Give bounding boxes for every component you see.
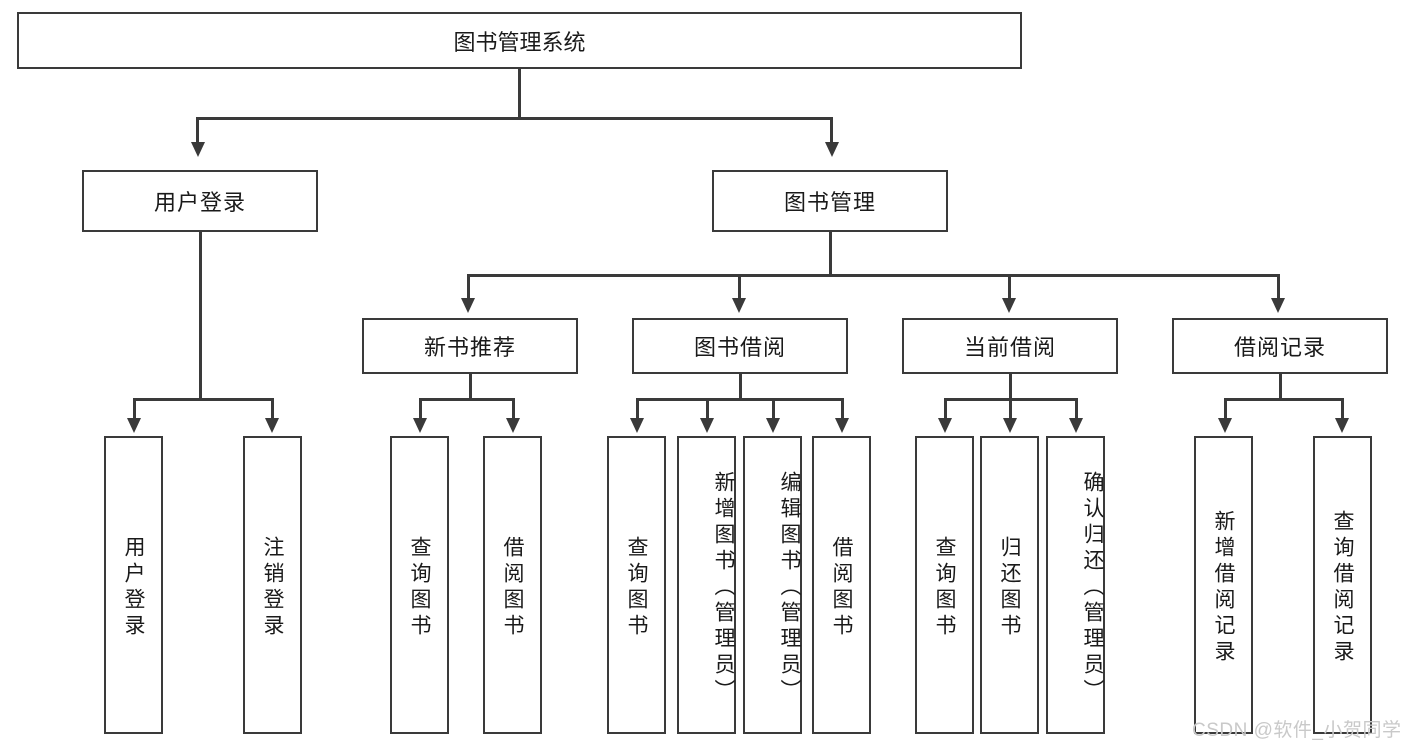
arrowhead-bb-leaf-2 — [766, 418, 780, 433]
edge-book-borrow-stem — [739, 374, 742, 398]
edge-br-leaf-1 — [1341, 398, 1344, 420]
edge-to-book-borrow — [738, 274, 741, 302]
edge-bb-leaf-2 — [772, 398, 775, 420]
edge-user-login-stem — [199, 232, 202, 398]
edge-borrow-record-stem — [1279, 374, 1282, 398]
edge-user-login-to-leaf-0 — [133, 398, 136, 420]
edge-borrow-record-bus — [1224, 398, 1343, 401]
edge-bb-leaf-1 — [706, 398, 709, 420]
leaf-confirm-return-admin[interactable]: 确认归还（管理员） — [1046, 436, 1105, 734]
edge-nb-leaf-1 — [512, 398, 515, 420]
arrowhead-cb-leaf-1 — [1003, 418, 1017, 433]
arrowhead-user-login — [191, 142, 205, 157]
edge-bb-leaf-3 — [841, 398, 844, 420]
leaf-query-book-cb[interactable]: 查询图书 — [915, 436, 974, 734]
arrowhead-bb-leaf-0 — [630, 418, 644, 433]
arrowhead-new-book — [461, 298, 475, 313]
edge-to-current-borrow — [1008, 274, 1011, 302]
node-new-book-recommend[interactable]: 新书推荐 — [362, 318, 578, 374]
edge-new-book-bus — [419, 398, 514, 401]
edge-root-to-book-manage — [830, 117, 833, 144]
node-book-borrow[interactable]: 图书借阅 — [632, 318, 848, 374]
leaf-query-book-nb[interactable]: 查询图书 — [390, 436, 449, 734]
arrowhead-ul-leaf-0 — [127, 418, 141, 433]
arrowhead-current-borrow — [1002, 298, 1016, 313]
node-root-system[interactable]: 图书管理系统 — [17, 12, 1022, 69]
leaf-borrow-book-nb[interactable]: 借阅图书 — [483, 436, 542, 734]
edge-root-bus — [196, 117, 833, 120]
leaf-add-borrow-record[interactable]: 新增借阅记录 — [1194, 436, 1253, 734]
edge-book-borrow-bus — [636, 398, 843, 401]
leaf-borrow-book-bb[interactable]: 借阅图书 — [812, 436, 871, 734]
leaf-logout[interactable]: 注销登录 — [243, 436, 302, 734]
leaf-return-book[interactable]: 归还图书 — [980, 436, 1039, 734]
arrowhead-br-leaf-1 — [1335, 418, 1349, 433]
arrowhead-cb-leaf-2 — [1069, 418, 1083, 433]
node-book-manage[interactable]: 图书管理 — [712, 170, 948, 232]
edge-to-borrow-record — [1277, 274, 1280, 302]
arrowhead-cb-leaf-0 — [938, 418, 952, 433]
edge-root-to-user-login — [196, 117, 199, 144]
edge-nb-leaf-0 — [419, 398, 422, 420]
edge-root-stem — [518, 69, 521, 117]
node-current-borrow[interactable]: 当前借阅 — [902, 318, 1118, 374]
node-user-login[interactable]: 用户登录 — [82, 170, 318, 232]
leaf-user-login[interactable]: 用户登录 — [104, 436, 163, 734]
leaf-add-book-admin[interactable]: 新增图书（管理员） — [677, 436, 736, 734]
leaf-query-book-bb[interactable]: 查询图书 — [607, 436, 666, 734]
leaf-query-borrow-record[interactable]: 查询借阅记录 — [1313, 436, 1372, 734]
arrowhead-bb-leaf-1 — [700, 418, 714, 433]
edge-to-new-book — [467, 274, 470, 302]
edge-bb-leaf-0 — [636, 398, 639, 420]
edge-new-book-stem — [469, 374, 472, 398]
edge-cb-leaf-2 — [1075, 398, 1078, 420]
arrowhead-book-manage — [825, 142, 839, 157]
arrowhead-br-leaf-0 — [1218, 418, 1232, 433]
edge-cb-leaf-0 — [944, 398, 947, 420]
arrowhead-book-borrow — [732, 298, 746, 313]
arrowhead-nb-leaf-1 — [506, 418, 520, 433]
leaf-edit-book-admin[interactable]: 编辑图书（管理员） — [743, 436, 802, 734]
arrowhead-nb-leaf-0 — [413, 418, 427, 433]
arrowhead-borrow-record — [1271, 298, 1285, 313]
edge-user-login-bus — [133, 398, 273, 401]
arrowhead-ul-leaf-1 — [265, 418, 279, 433]
edge-br-leaf-0 — [1224, 398, 1227, 420]
edge-user-login-to-leaf-1 — [271, 398, 274, 420]
node-borrow-record[interactable]: 借阅记录 — [1172, 318, 1388, 374]
edge-cb-leaf-1 — [1009, 398, 1012, 420]
edge-level3-bus — [467, 274, 1279, 277]
edge-current-borrow-stem — [1009, 374, 1012, 398]
edge-book-manage-stem — [829, 232, 832, 274]
arrowhead-bb-leaf-3 — [835, 418, 849, 433]
